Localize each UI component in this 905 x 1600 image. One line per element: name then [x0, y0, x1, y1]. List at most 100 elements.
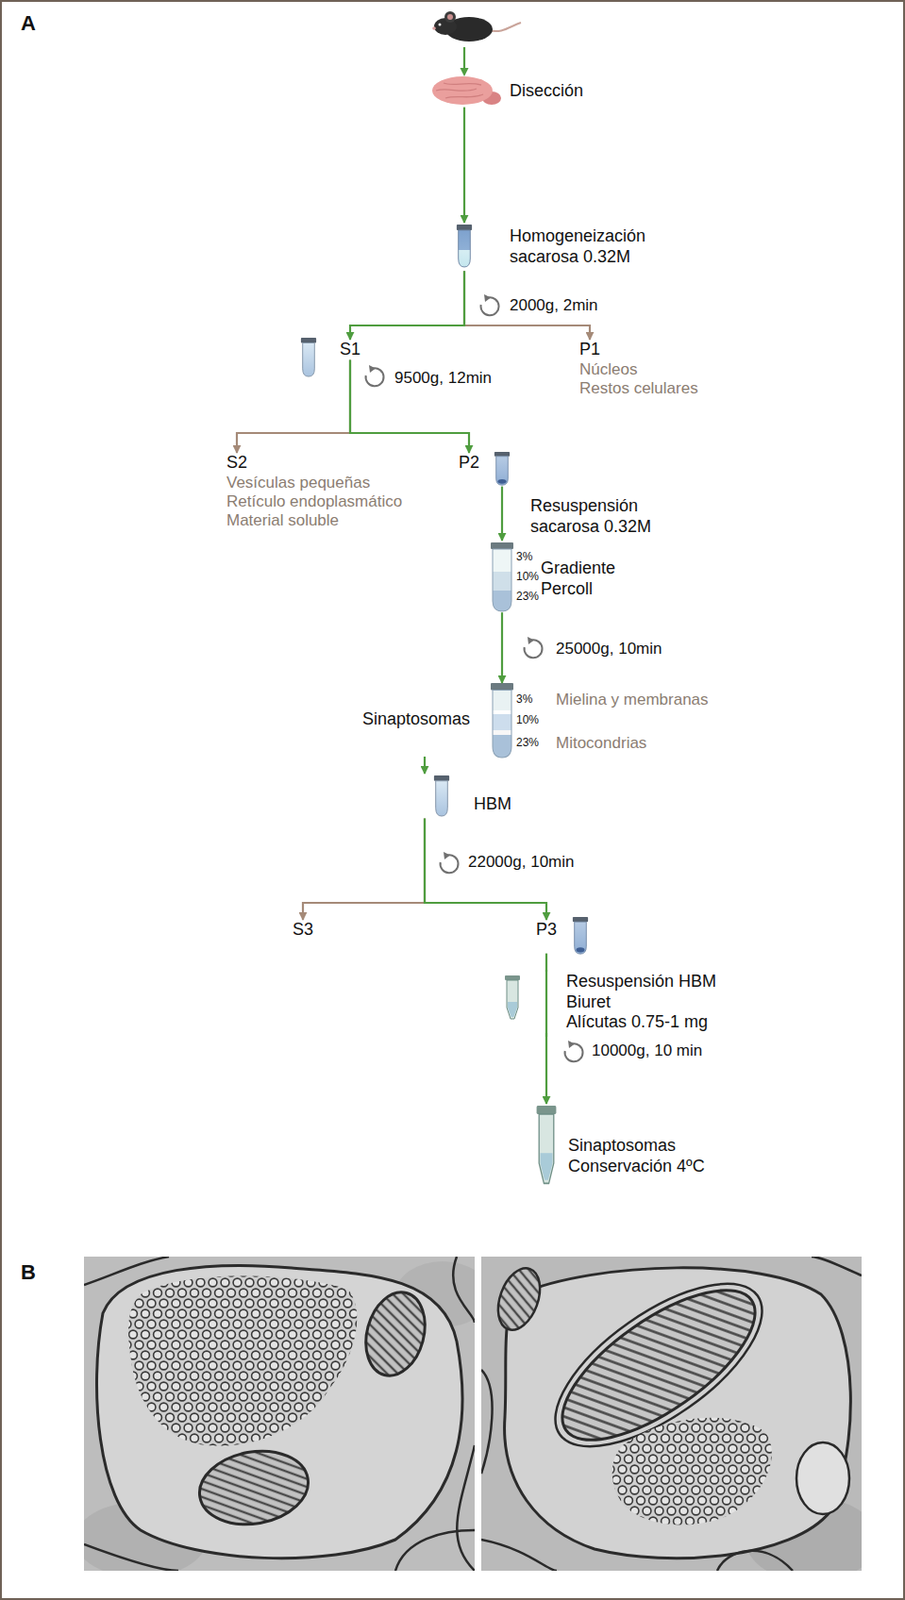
fraction-node: P3 [536, 920, 595, 955]
fraction-note: Biuret [566, 992, 717, 1014]
fraction-note: Material soluble [226, 511, 403, 531]
synaptic-vesicles [612, 1418, 772, 1526]
step-node: Gradiente Percoll [486, 540, 623, 613]
step-text: S3 [292, 920, 314, 941]
percent-label: 10% [516, 713, 539, 727]
step-text: Homogeneización sacarosa 0.32M [509, 226, 675, 268]
synaptic-vesicles [128, 1276, 357, 1447]
fraction-note: Restos celulares [579, 379, 699, 399]
centrifugation-label: 22000g, 10min [468, 853, 574, 872]
mitochondrion-body [193, 1443, 314, 1534]
step-text: Sinaptosomas [362, 709, 470, 731]
fraction-node: S2Vesículas pequeñasRetículo endoplasmát… [226, 452, 404, 532]
step-node: HBM [415, 773, 514, 820]
step-text: Sinaptosomas [568, 1136, 705, 1157]
step-text: Resuspensión HBM [566, 972, 717, 993]
membrane-line [481, 1256, 862, 1572]
panel-letter: A [20, 11, 36, 36]
percent-label: 10% [516, 569, 539, 584]
hbm-tube [434, 775, 450, 817]
centrifugation-label: 9500g, 12min [394, 368, 492, 388]
fraction-note: Conservación 4ºC [568, 1156, 705, 1178]
cerebrum [432, 76, 493, 105]
flow-arrow [501, 612, 503, 684]
step-node: SinaptosomasConservación 4ºC [528, 1104, 707, 1190]
flow-arrow [236, 360, 351, 453]
fraction-note: Núcleos [579, 360, 699, 380]
terminal-membrane [96, 1265, 463, 1559]
mitochondrion [356, 1286, 434, 1383]
fraction-note: Retículo endoplasmático [226, 492, 403, 512]
fraction-note: Vesículas pequeñas [226, 473, 403, 493]
step-text: P2 [458, 452, 516, 474]
synaptosome-tube [536, 1106, 557, 1184]
step-text: Gradiente Percoll [540, 558, 621, 600]
centrifuge-symbol [565, 1040, 584, 1062]
fraction-node: P2 [458, 452, 518, 487]
flow-line [463, 47, 466, 69]
mouse-eye [438, 23, 442, 27]
centrifuge-symbol [481, 294, 500, 316]
percent-label: 3% [516, 692, 533, 706]
pellet-tube [572, 917, 588, 955]
step-node: Disección [452, 79, 586, 108]
fraction-node: P1NúcleosRestos celulares [579, 339, 701, 399]
centrifuge-symbol [366, 365, 385, 386]
flow-arrow [423, 756, 426, 774]
centrifuge-symbol [524, 636, 543, 658]
step-text: Disección [509, 81, 584, 102]
mouse-ear-inner [447, 14, 453, 20]
step-text: P3 [536, 920, 593, 941]
micrograph-ground [481, 1256, 862, 1572]
mitochondrion-body [490, 1262, 549, 1337]
pellet-tube [494, 452, 510, 486]
aliquot-tube [504, 975, 520, 1020]
fraction-note: Mitocondrias [555, 734, 647, 754]
supernatant-tube [301, 337, 317, 377]
arrow-head [460, 67, 470, 77]
flow-arrow [350, 270, 465, 340]
step-text: P1 [579, 339, 699, 361]
step-text: S1 [339, 339, 361, 361]
centrifugation-label: 10000g, 10 min [591, 1041, 703, 1061]
centrifugation-label: 25000g, 10min [555, 639, 662, 659]
gradient-node: Sinaptosomas Mielina y membranasMitocondr… [358, 683, 737, 757]
fraction-node: S3 [292, 920, 316, 941]
centrifuge-symbol [440, 852, 459, 873]
flow-arrow [302, 819, 425, 921]
step-text: S2 [226, 452, 403, 474]
edge-label: Resuspensión sacarosa 0.32M [530, 496, 663, 537]
mouse-tail [488, 22, 521, 32]
panel-letter: B [20, 1260, 36, 1286]
membrane-profile [796, 1442, 850, 1515]
percent-label: 23% [516, 589, 539, 604]
step-node: Resuspensión HBMBiuretAlícutas 0.75-1 mg [537, 972, 719, 1034]
electron-micrograph [83, 1256, 475, 1572]
step-text: HBM [473, 794, 512, 816]
fraction-note: Mielina y membranas [555, 690, 709, 710]
flow-arrow [545, 954, 548, 973]
brain-illustration [432, 76, 502, 105]
flow-line [545, 970, 548, 1038]
step-node: Homogeneización sacarosa 0.32M [452, 222, 677, 271]
micrograph-ground [83, 1256, 475, 1572]
mitochondrion [490, 1262, 549, 1337]
mouse-ear [444, 11, 456, 23]
mitochondrion-body [356, 1286, 434, 1383]
percent-label: 3% [516, 550, 533, 564]
fraction-note: Alícutas 0.75-1 mg [566, 1012, 717, 1034]
mouse-illustration [432, 11, 521, 42]
centrifuged-gradient-tube [490, 683, 514, 758]
flow-arrow [463, 107, 466, 223]
homogenate-tube [456, 224, 472, 268]
centrifugation-label: 2000g, 2min [509, 296, 599, 316]
electron-micrograph [481, 1256, 862, 1572]
mitochondrion [193, 1443, 314, 1534]
brain-folds [435, 83, 484, 99]
membrane-line [83, 1256, 475, 1572]
